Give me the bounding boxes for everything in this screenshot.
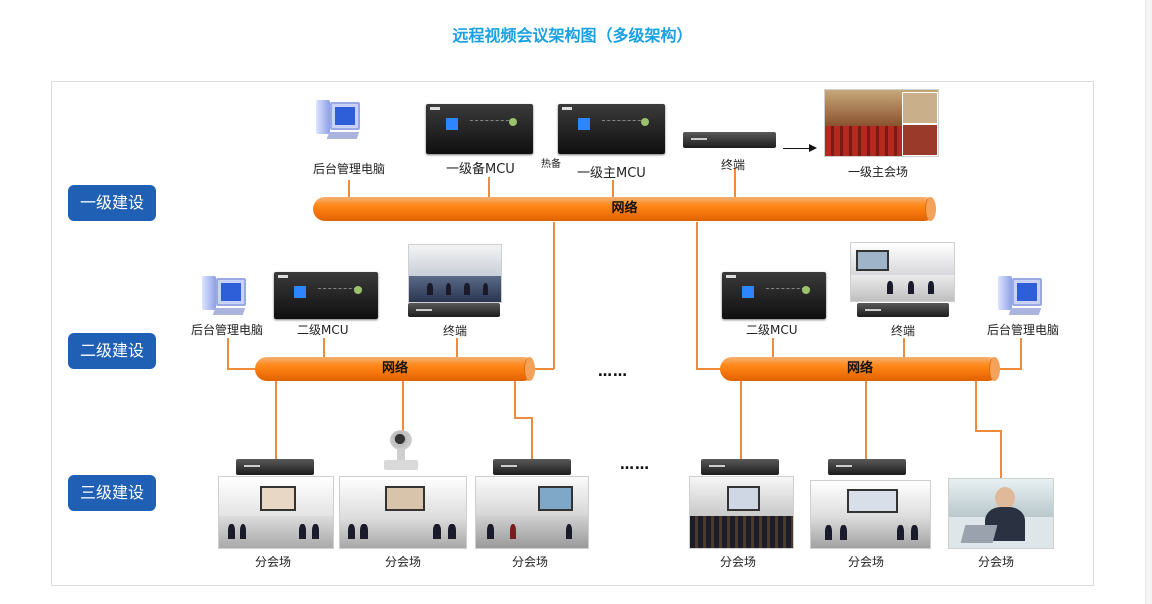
branch-label: 分会场 <box>255 555 292 569</box>
ptz-camera-icon <box>384 430 418 470</box>
connector-line <box>1000 430 1002 478</box>
level-2-left-terminal-icon <box>408 303 500 317</box>
level-2-right-pc-label: 后台管理电脑 <box>987 323 1060 337</box>
scrollbar-track[interactable] <box>1145 0 1152 604</box>
connector-line <box>696 222 698 369</box>
connector-line <box>903 338 905 358</box>
branch-terminal-icon <box>701 459 779 475</box>
connector-line <box>227 368 257 370</box>
level-2-right-mcu-icon <box>722 272 826 319</box>
connector-line <box>696 368 722 370</box>
backup-mcu-label: 一级备MCU <box>446 162 515 177</box>
connector-line <box>865 381 867 461</box>
connector-line <box>975 381 977 431</box>
management-pc-icon <box>316 100 360 142</box>
connector-line <box>530 368 554 370</box>
branch-label: 分会场 <box>385 555 422 569</box>
backup-mcu-icon <box>426 104 533 154</box>
main-venue-photo <box>824 89 939 157</box>
connector-line <box>734 168 736 200</box>
level-3-ellipsis: …… <box>620 457 650 473</box>
connector-line <box>323 338 325 358</box>
level-2-right-terminal-icon <box>857 303 949 317</box>
level-2-left-mcu-label: 二级MCU <box>297 323 349 337</box>
branch-terminal-icon <box>236 459 314 475</box>
connector-line <box>402 381 404 433</box>
connector-line <box>531 417 533 461</box>
level-2-right-terminal-label: 终端 <box>891 324 916 338</box>
level-2-right-network: 网络 <box>720 357 1000 381</box>
level-2-left-mcu-icon <box>274 272 378 319</box>
connector-line <box>488 177 490 200</box>
main-mcu-icon <box>558 104 665 154</box>
connector-line <box>348 180 350 200</box>
branch-label: 分会场 <box>978 555 1015 569</box>
connector-line <box>227 338 229 369</box>
branch-venue-photo <box>475 476 589 549</box>
level-2-right-venue-photo <box>850 242 955 302</box>
branch-venue-photo <box>218 476 334 549</box>
branch-label: 分会场 <box>720 555 757 569</box>
level-1-terminal-label: 终端 <box>721 158 746 172</box>
level-3-badge: 三级建设 <box>68 475 156 511</box>
main-mcu-label: 一级主MCU <box>577 166 646 181</box>
branch-venue-photo <box>339 476 467 549</box>
connector-line <box>998 368 1022 370</box>
connector-line <box>553 222 555 369</box>
level-2-left-terminal-label: 终端 <box>443 324 468 338</box>
level-1-badge: 一级建设 <box>68 185 156 221</box>
level-1-pc-label: 后台管理电脑 <box>313 162 386 176</box>
connector-line <box>514 417 533 419</box>
connector-line <box>456 338 458 358</box>
level-1-terminal-icon <box>683 132 776 148</box>
connector-line <box>275 381 277 461</box>
connector-line <box>1020 338 1022 369</box>
branch-label: 分会场 <box>512 555 549 569</box>
management-pc-icon <box>998 276 1042 318</box>
branch-laptop-photo <box>948 478 1054 549</box>
branch-venue-photo <box>810 480 931 549</box>
connector-line <box>975 430 1002 432</box>
main-venue-label: 一级主会场 <box>848 165 909 179</box>
page-title: 远程视频会议架构图（多级架构） <box>452 26 693 45</box>
level-2-left-pc-label: 后台管理电脑 <box>191 323 264 337</box>
level-2-ellipsis: …… <box>598 364 628 380</box>
connector-line <box>740 381 742 461</box>
arrow-right-icon <box>783 144 817 152</box>
connector-line <box>772 338 774 358</box>
connector-line <box>612 180 614 200</box>
level-1-network: 网络 <box>313 197 936 221</box>
branch-terminal-icon <box>493 459 571 475</box>
level-2-badge: 二级建设 <box>68 333 156 369</box>
level-2-right-mcu-label: 二级MCU <box>746 323 798 337</box>
branch-label: 分会场 <box>848 555 885 569</box>
hot-standby-label: 热备 <box>541 159 561 170</box>
branch-terminal-icon <box>828 459 906 475</box>
branch-venue-photo <box>689 476 794 549</box>
diagram-frame <box>51 81 1094 586</box>
management-pc-icon <box>202 276 246 318</box>
level-2-left-network: 网络 <box>255 357 535 381</box>
connector-line <box>514 381 516 418</box>
level-2-left-venue-photo <box>408 244 502 303</box>
